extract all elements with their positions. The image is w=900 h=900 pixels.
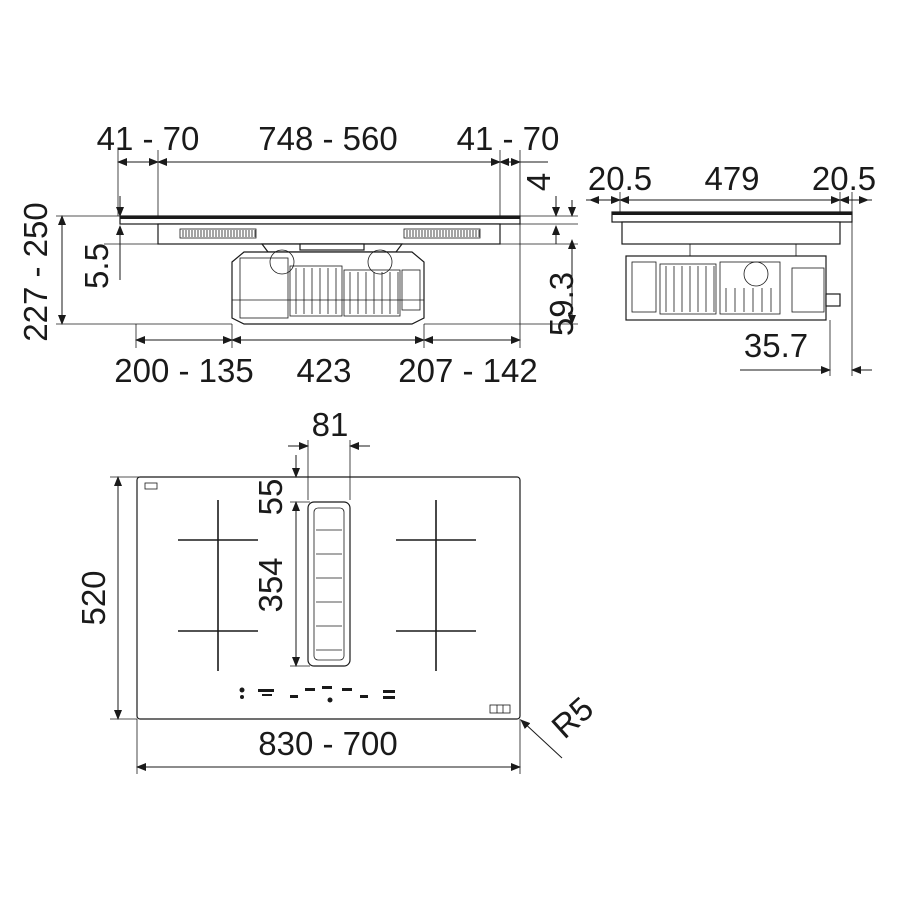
dim-vent-width: 81	[312, 406, 349, 443]
side-grille-left	[179, 228, 257, 239]
dim-frame-height: 5.5	[78, 243, 115, 289]
dim-top-cutout: 748 - 560	[258, 120, 397, 157]
side-view: 41 - 70 748 - 560 41 - 70 4 227 - 250 5.…	[17, 120, 580, 389]
dim-total-depth: 227 - 250	[17, 202, 54, 341]
dim-glass-thickness: 4	[520, 173, 557, 191]
dim-vent-offset: 55	[252, 479, 289, 516]
dim-top-left-offset: 41 - 70	[97, 120, 200, 157]
dim-end-cutout-depth: 479	[704, 160, 759, 197]
dim-bottom-motor-width: 423	[296, 352, 351, 389]
dim-bottom-right-offset: 207 - 142	[398, 352, 537, 389]
dim-top-right-offset: 41 - 70	[457, 120, 560, 157]
dim-outlet-offset: 35.7	[744, 327, 808, 364]
end-hob-body	[621, 221, 841, 245]
cooking-zone-right	[396, 500, 476, 671]
cooking-zone-left	[178, 500, 258, 671]
side-grille-right	[403, 228, 481, 239]
dim-bottom-left-offset: 200 - 135	[114, 352, 253, 389]
dim-motor-height: 59.3	[543, 272, 580, 336]
end-view: 20.5 479 20.5 35.7	[586, 160, 876, 376]
dim-height: 520	[75, 570, 112, 625]
dim-end-right-offset: 20.5	[812, 160, 876, 197]
dim-corner-radius: R5	[544, 690, 600, 746]
motor-unit	[231, 249, 425, 325]
central-vent	[307, 501, 351, 667]
control-panel	[239, 686, 395, 703]
dim-end-left-offset: 20.5	[588, 160, 652, 197]
logo-badge	[144, 482, 158, 490]
status-indicator	[489, 704, 511, 714]
dim-width: 830 - 700	[258, 725, 397, 762]
top-view: 81 55 354 520 830 - 700 R5	[75, 406, 600, 774]
dim-vent-length: 354	[252, 557, 289, 612]
